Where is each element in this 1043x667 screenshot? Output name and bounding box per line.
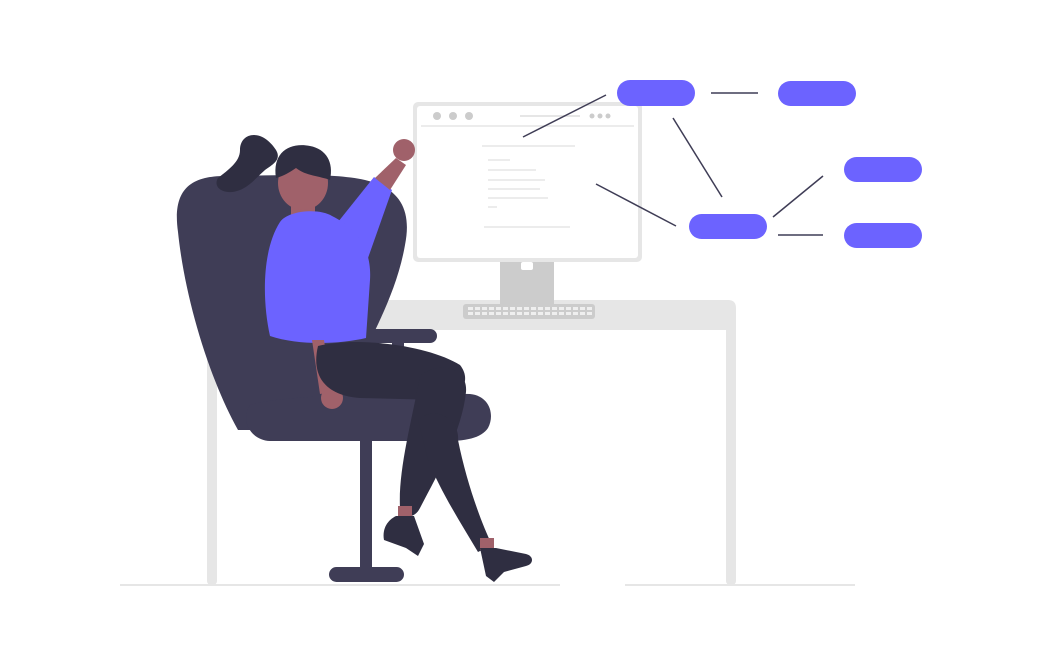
keyboard-key (573, 307, 578, 310)
keyboard-keys (468, 307, 592, 315)
chair-base (329, 567, 404, 582)
torso-sweater (264, 211, 371, 343)
keyboard-key (482, 312, 487, 315)
keyboard-key (580, 307, 585, 310)
keyboard-key (517, 312, 522, 315)
keyboard-key (468, 307, 473, 310)
keyboard-key (489, 307, 494, 310)
keyboard-key (559, 312, 564, 315)
keyboard-key (559, 307, 564, 310)
diagram-nodes (617, 80, 922, 248)
keyboard-key (566, 312, 571, 315)
keyboard-key (545, 307, 550, 310)
keyboard-key (552, 307, 557, 310)
window-dot-icon (433, 112, 441, 120)
document-lines (482, 145, 575, 228)
menu-dot-icon (589, 113, 595, 119)
keyboard-key (587, 307, 592, 310)
shoe-left (383, 516, 424, 556)
diagram-node-b (778, 81, 856, 106)
menu-dot-icon (605, 113, 611, 119)
diagram-node-d (844, 157, 922, 182)
desk-leg-right (726, 325, 736, 585)
keyboard-key (475, 307, 480, 310)
edge-node-c-to-node-d (772, 175, 824, 218)
monitor (413, 102, 642, 319)
menu-dot-icon (597, 113, 603, 119)
keyboard-key (538, 312, 543, 315)
keyboard-key (482, 307, 487, 310)
diagram-edges (522, 92, 824, 236)
raised-forearm (375, 158, 406, 190)
keyboard-key (545, 312, 550, 315)
keyboard-key (468, 312, 473, 315)
keyboard-key (552, 312, 557, 315)
raised-hand (393, 139, 415, 161)
chair-column (360, 438, 372, 573)
diagram-node-a (617, 80, 695, 106)
shoe-right (480, 548, 532, 582)
keyboard-key (510, 312, 515, 315)
keyboard-key (524, 307, 529, 310)
keyboard-key (524, 312, 529, 315)
person (216, 134, 532, 582)
diagram-node-c (689, 214, 767, 239)
keyboard-key (517, 307, 522, 310)
desk-leg-left (207, 325, 217, 585)
diagram-node-e (844, 223, 922, 248)
pants-lower-leg-back (418, 413, 492, 552)
keyboard (463, 304, 595, 319)
keyboard-key (496, 307, 501, 310)
keyboard-key (573, 312, 578, 315)
keyboard-key (531, 312, 536, 315)
keyboard-key (587, 312, 592, 315)
keyboard-key (538, 307, 543, 310)
keyboard-key (510, 307, 515, 310)
keyboard-key (489, 312, 494, 315)
keyboard-key (566, 307, 571, 310)
keyboard-key (503, 307, 508, 310)
edge-monitor-to-node-c (595, 183, 677, 227)
ankle (398, 506, 412, 518)
keyboard-key (531, 307, 536, 310)
hair (275, 145, 332, 180)
edge-monitor-to-node-a (522, 94, 607, 138)
window-dot-icon (449, 112, 457, 120)
hair-bun (216, 134, 278, 193)
edge-node-a-to-node-c (672, 117, 723, 198)
monitor-screen (417, 106, 638, 258)
keyboard-key (580, 312, 585, 315)
keyboard-key (496, 312, 501, 315)
ankle (480, 538, 494, 550)
monitor-camera-notch (521, 262, 533, 270)
keyboard-key (503, 312, 508, 315)
window-dot-icon (465, 112, 473, 120)
keyboard-key (475, 312, 480, 315)
